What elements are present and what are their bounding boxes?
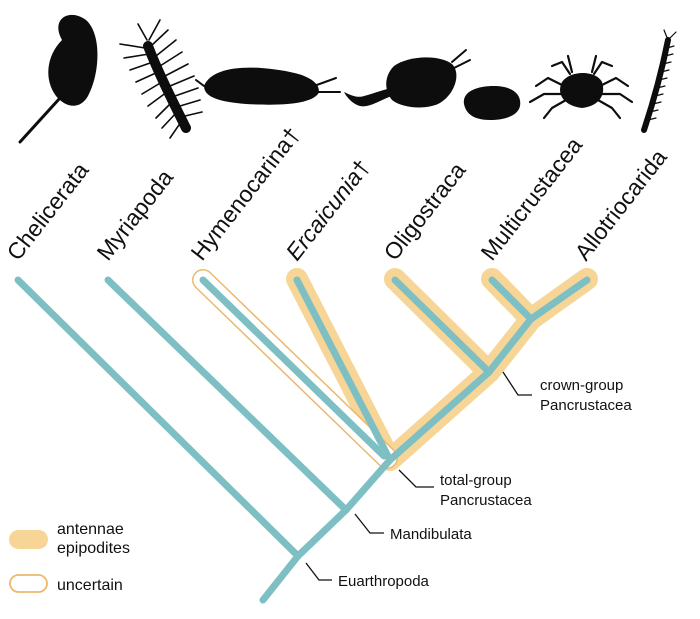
remipede-icon: [641, 29, 677, 133]
crown-leader: [502, 371, 532, 396]
crown-group-label-line1: crown-group: [540, 377, 623, 394]
branch-root: [259, 552, 302, 604]
branch-ercaicunia: [293, 276, 394, 464]
taxon-label-myriapoda: Myriapoda: [91, 164, 178, 265]
legend-uncertain-swatch: [9, 574, 48, 593]
mandibulata-label: Mandibulata: [390, 526, 472, 543]
taxon-silhouettes: [18, 14, 677, 144]
legend-epipodites-label: epipodites: [57, 540, 130, 557]
branch-multicrustacea: [488, 276, 535, 323]
euarthropoda-leader: [305, 562, 332, 581]
taxon-label-oligostraca: Oligostraca: [378, 157, 470, 265]
ercaicunia-icon: [344, 49, 471, 108]
centipede-icon: [119, 19, 203, 139]
taxon-label-ercaicunia: Ercaicunia†: [280, 154, 374, 265]
euarthropoda-label: Euarthropoda: [338, 573, 430, 590]
taxon-label-allotriocarida: Allotriocarida: [569, 144, 671, 265]
horseshoe-crab-icon: [18, 14, 98, 144]
taxon-label-chelicerata: Chelicerata: [1, 157, 93, 265]
taxon-label-multicrustacea: Multicrustacea: [475, 132, 587, 265]
legend-uncertain-label: uncertain: [57, 577, 123, 594]
total-group-label-line2: Pancrustacea: [440, 492, 532, 509]
branch-oligostraca: [391, 276, 493, 376]
branch-crown-upper: [485, 315, 535, 376]
branch-hymenocarina: [199, 276, 388, 460]
tree-branches: [14, 276, 591, 604]
branch-myriapoda: [104, 276, 350, 514]
branch-mandibulata-stem: [294, 506, 350, 560]
crab-icon: [528, 54, 634, 120]
total-leader: [398, 469, 434, 488]
legend: antennae epipodites uncertain: [9, 521, 130, 594]
crown-group-label-line2: Pancrustacea: [540, 397, 632, 414]
legend-antennae-label: antennae: [57, 521, 124, 538]
branch-allotriocarida: [527, 276, 591, 323]
legend-antennae-swatch: [9, 530, 48, 549]
bivalved-arthropod-icon: [195, 67, 341, 105]
ostracod-icon: [463, 86, 521, 120]
branch-total-pancrustacea-stem: [342, 456, 394, 514]
branch-crown-stem: [386, 368, 493, 464]
branch-chelicerata: [14, 276, 302, 560]
mandibulata-leader: [354, 513, 384, 534]
total-group-label-line1: total-group: [440, 472, 512, 489]
node-leader-lines: [305, 371, 532, 581]
